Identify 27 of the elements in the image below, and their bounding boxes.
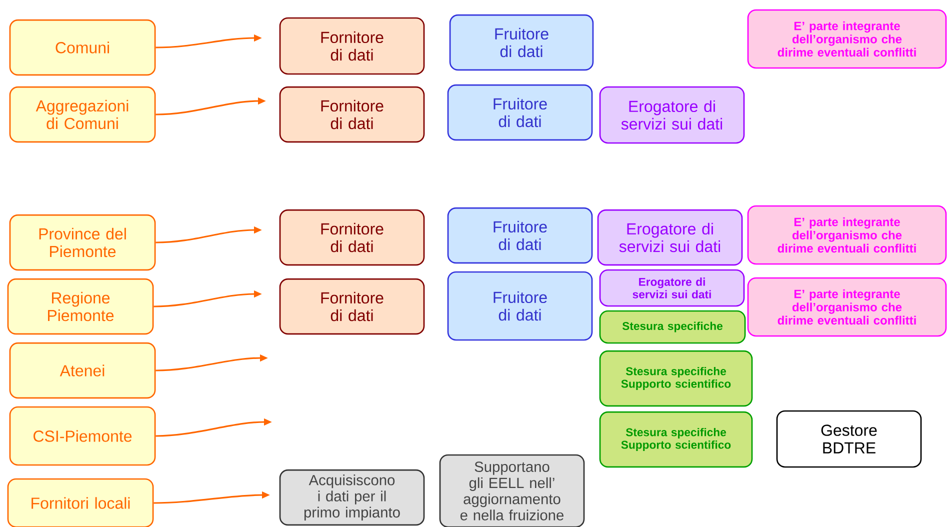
note-box: E’ parte integrante dell’organismo che dirime eventuali conflitti	[747, 277, 947, 337]
role-box: Gestore BDTRE	[776, 410, 922, 468]
actor-box: Comuni	[9, 19, 156, 76]
role-box: Fornitore di dati	[279, 278, 425, 335]
role-box: Erogatore di servizi sui dati	[599, 269, 745, 307]
role-box: Erogatore di servizi sui dati	[597, 209, 743, 266]
role-box: Fornitore di dati	[279, 209, 425, 266]
role-box: Erogatore di servizi sui dati	[599, 86, 745, 144]
note-box: E’ parte integrante dell’organismo che dirime eventuali conflitti	[747, 9, 947, 69]
actor-box: Province del Piemonte	[9, 214, 156, 271]
activity-box: Acquisiscono i dati per il primo impianto	[279, 469, 425, 526]
actor-box: CSI-Piemonte	[9, 406, 156, 466]
role-box: Fornitore di dati	[279, 86, 425, 143]
role-box: Fruitore di dati	[447, 207, 593, 264]
task-box: Stesura specifiche Supporto scientifico	[599, 350, 753, 407]
task-box: Stesura specifiche	[599, 310, 746, 344]
role-box: Fruitore di dati	[447, 84, 593, 141]
note-box: E’ parte integrante dell’organismo che dirime eventuali conflitti	[747, 205, 947, 265]
role-box: Fornitore di dati	[279, 17, 425, 75]
role-box: Fruitore di dati	[447, 271, 593, 341]
actor-box: Aggregazioni di Comuni	[9, 86, 156, 143]
task-box: Stesura specifiche Supporto scientifico	[599, 411, 753, 468]
activity-box: Supportano gli EELL nell’ aggiornamento e nella fruizione	[439, 454, 585, 527]
actor-box: Atenei	[9, 342, 156, 399]
actor-box: Regione Piemonte	[7, 278, 154, 335]
role-box: Fruitore di dati	[449, 14, 594, 71]
actor-box: Fornitori locali	[7, 478, 154, 527]
